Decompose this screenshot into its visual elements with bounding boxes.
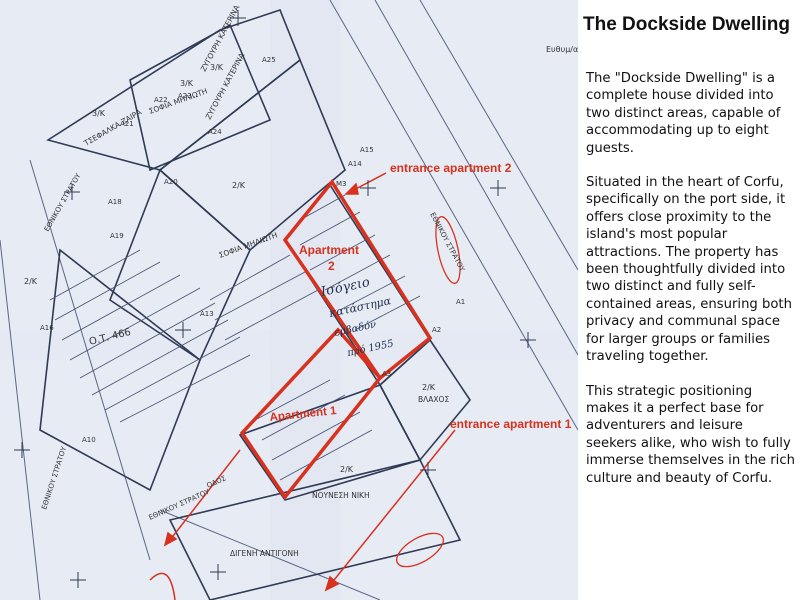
- point-marker: A15: [360, 146, 374, 154]
- property-plan: entrance apartment 2 entrance apartment …: [0, 0, 578, 600]
- point-marker: A20: [164, 178, 178, 186]
- point-marker: A14: [348, 160, 362, 168]
- oval-mark: [396, 532, 444, 568]
- plan-drawing: entrance apartment 2 entrance apartment …: [0, 0, 578, 600]
- description-paragraph: The "Dockside Dwelling" is a complete ho…: [586, 71, 781, 156]
- parcel-boundaries: [39, 9, 471, 600]
- parcel-code: 2/Κ: [422, 383, 436, 392]
- point-marker: M3: [336, 180, 347, 188]
- entrance-2-label: entrance apartment 2: [390, 161, 512, 175]
- description-body: The "Dockside Dwelling" is a complete ho…: [586, 70, 796, 504]
- corner-text: Ευθυμ/ας: [546, 45, 578, 54]
- point-marker: A13: [200, 310, 214, 318]
- cross-markers: [14, 10, 536, 588]
- street-oval: [435, 216, 461, 284]
- point-marker: A19: [110, 232, 124, 240]
- owner-name: ΔΙΓΕΝΗ ΑΝΤΙΓΟΝΗ: [230, 549, 299, 558]
- owner-name: ΒΛΑΧΟΣ: [418, 395, 449, 404]
- point-marker: A16: [40, 324, 54, 332]
- parcel-code: 3/Κ: [92, 109, 106, 118]
- entrance-1-label: entrance apartment 1: [450, 417, 572, 431]
- point-marker: A3: [382, 370, 391, 378]
- red-mark: [149, 572, 176, 600]
- entrance-1-arrow: [329, 429, 456, 586]
- point-marker: A2: [432, 326, 441, 334]
- road-lines: [0, 0, 578, 600]
- entrance-arrows: [163, 172, 456, 592]
- parcel-code: 3/Κ: [180, 79, 194, 88]
- point-marker: A1: [456, 298, 465, 306]
- parcel-code: 2/Κ: [232, 181, 246, 190]
- owner-name: ΝΟΥΝΕΣΗ ΝΙΚΗ: [312, 491, 370, 500]
- description-panel: The Dockside Dwelling The "Dockside Dwel…: [578, 0, 800, 600]
- side-arrowhead: [163, 531, 178, 547]
- entrance-1-arrowhead: [324, 575, 340, 592]
- entrance-2-arrowhead: [344, 182, 359, 195]
- parcel-code: 2/Κ: [24, 277, 38, 286]
- page-title: The Dockside Dwelling: [583, 14, 790, 35]
- point-marker: A25: [262, 56, 276, 64]
- apartment-2-number: 2: [328, 259, 335, 273]
- apartment-2-label: Apartment: [299, 243, 359, 257]
- parcel-code: 2/Κ: [340, 465, 354, 474]
- point-marker: A24: [208, 128, 222, 136]
- hatching: [49, 194, 421, 481]
- point-marker: A21: [120, 120, 134, 128]
- description-paragraph: Situated in the heart of Corfu, specific…: [586, 175, 792, 365]
- apartment-outlines: [239, 178, 433, 500]
- description-paragraph: This strategic positioning makes it a pe…: [586, 383, 795, 486]
- apartment-1-outline: [239, 327, 383, 500]
- parcel-code: 3/Κ: [210, 63, 224, 72]
- point-marker: A18: [108, 198, 122, 206]
- point-marker: A22: [154, 96, 168, 104]
- point-marker: A23: [178, 92, 192, 100]
- side-arrow: [169, 449, 241, 541]
- point-marker: A10: [82, 436, 96, 444]
